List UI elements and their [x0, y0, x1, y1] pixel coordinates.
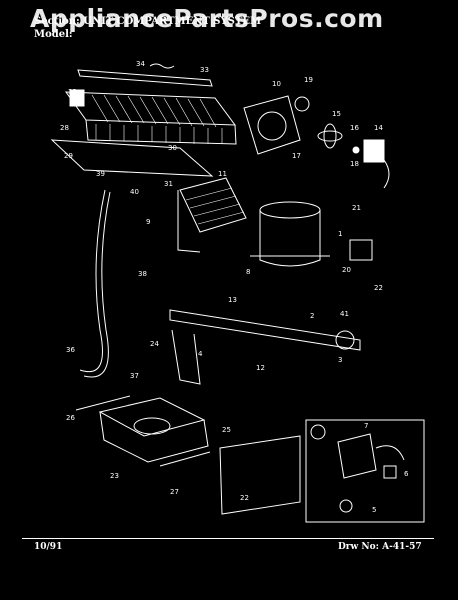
section-label: Section:: [34, 16, 80, 27]
callout-28: 28: [60, 124, 69, 132]
footer-date: 10/91: [34, 542, 63, 552]
callout-6: 6: [404, 470, 409, 478]
pan-rail-left: [75, 395, 131, 411]
callout-41: 41: [340, 310, 349, 318]
relay: [349, 239, 373, 261]
section-value: UNIT COMPARTMENT SYSTEM: [83, 16, 262, 27]
callout-34: 34: [136, 60, 145, 68]
drain-tube: [79, 189, 106, 372]
rear-panel: [219, 435, 301, 515]
compressor: [250, 201, 330, 267]
model-label: Model:: [34, 29, 73, 40]
drain-pan: [98, 397, 209, 463]
callout-29: 29: [64, 152, 73, 160]
callout-9: 9: [146, 218, 150, 226]
pan-rail-right: [159, 451, 211, 467]
watermark: AppliancePartsPros.com: [30, 4, 384, 33]
callout-22b: 22: [240, 494, 249, 502]
callout-22: 22: [374, 284, 383, 292]
callout-13: 13: [228, 296, 237, 304]
callout-21: 21: [352, 204, 361, 212]
inset-detail: [305, 419, 425, 523]
callout-4: 4: [198, 350, 203, 358]
condenser: [64, 89, 237, 145]
model-heading: Model:: [34, 29, 73, 40]
callout-38: 38: [138, 270, 147, 278]
callout-37: 37: [130, 372, 139, 380]
callout-39: 39: [96, 170, 105, 178]
callout-1: 1: [338, 230, 342, 238]
callout-32: 32: [68, 88, 77, 96]
callout-16: 16: [350, 124, 359, 132]
callout-20: 20: [342, 266, 351, 274]
callout-2: 2: [310, 312, 314, 320]
callout-7: 7: [364, 422, 368, 430]
callout-40: 40: [130, 188, 139, 196]
callout-30: 30: [168, 144, 177, 152]
callout-3: 3: [338, 356, 342, 364]
fan-motor: [352, 139, 390, 189]
callout-17: 17: [292, 152, 301, 160]
callout-23: 23: [110, 472, 119, 480]
evaporator-coil: [177, 177, 247, 253]
footer-rule: [22, 538, 434, 539]
drip-tray: [50, 139, 214, 177]
base-rail: [169, 309, 361, 385]
callout-12: 12: [256, 364, 265, 372]
callout-26: 26: [66, 414, 75, 422]
callout-36: 36: [66, 346, 75, 354]
callout-31: 31: [164, 180, 173, 188]
section-heading: Section: UNIT COMPARTMENT SYSTEM: [34, 16, 261, 27]
callout-19: 19: [304, 76, 313, 84]
grommet: [294, 96, 310, 112]
fan-shroud: [243, 95, 301, 155]
callout-27: 27: [170, 488, 179, 496]
inset-marker: 1: [315, 429, 320, 437]
fan-blade: [317, 123, 343, 149]
callout-15: 15: [332, 110, 341, 118]
footer-drawing-number: Drw No: A-41-57: [338, 542, 422, 552]
callout-25: 25: [222, 426, 231, 434]
rail-assembly: [77, 63, 213, 87]
callout-8: 8: [246, 268, 250, 276]
callout-18: 18: [350, 160, 359, 168]
callout-14: 14: [374, 124, 383, 132]
callout-11: 11: [218, 170, 227, 178]
callout-10: 10: [272, 80, 281, 88]
callout-24: 24: [150, 340, 159, 348]
callout-33: 33: [200, 66, 209, 74]
callout-5: 5: [372, 506, 376, 514]
overload: [335, 330, 355, 350]
